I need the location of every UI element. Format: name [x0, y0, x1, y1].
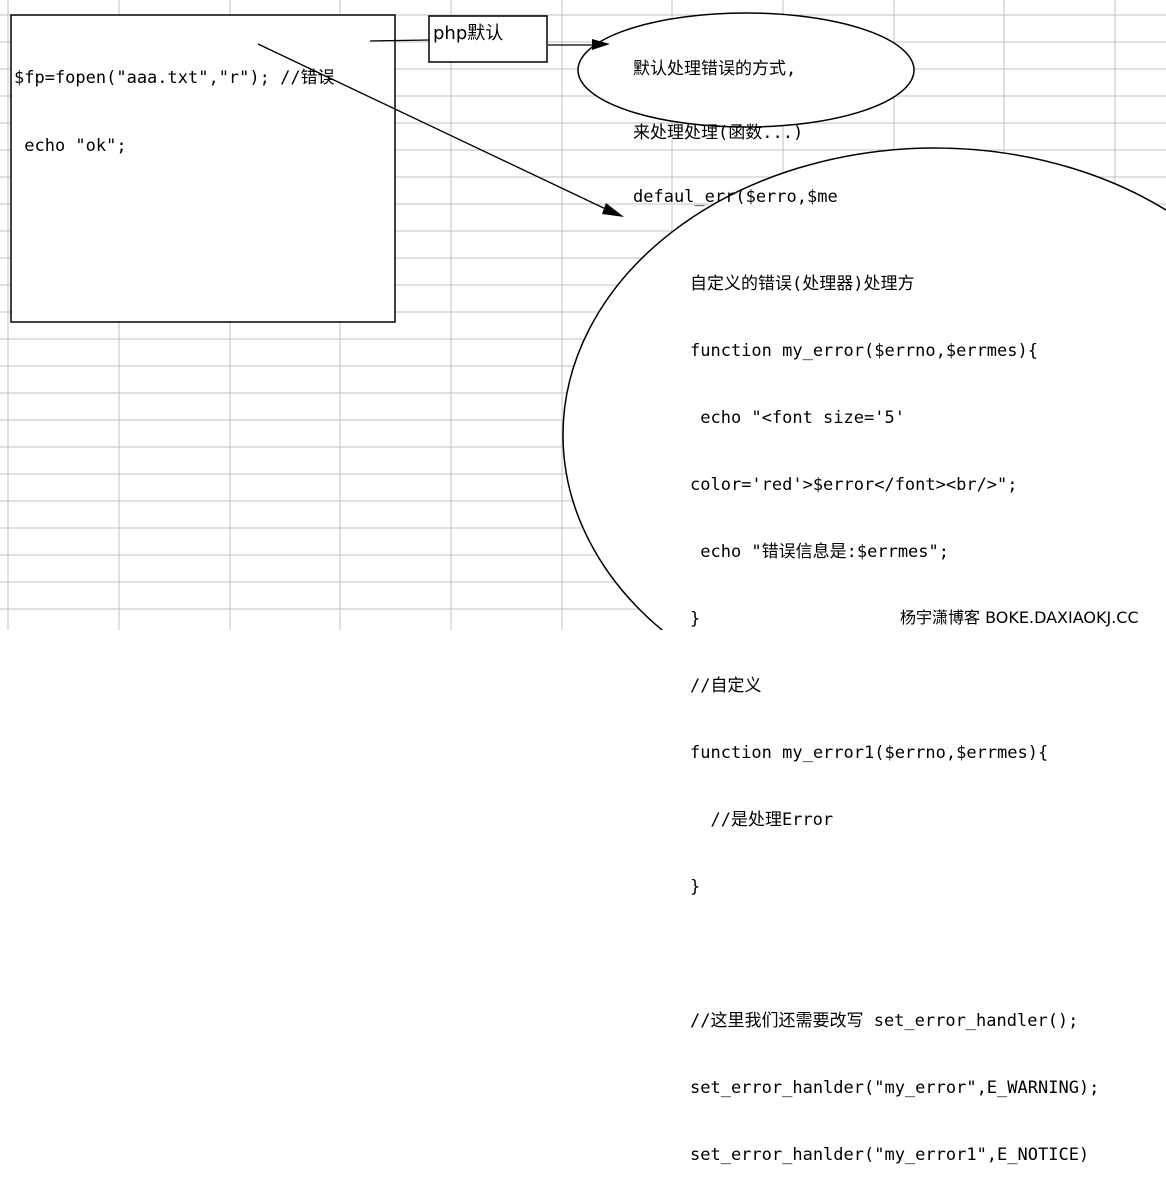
custom-line: //自定义 — [690, 676, 762, 696]
default-line: 来处理处理(函数...) — [633, 123, 804, 143]
default-handler-text: 默认处理错误的方式, 来处理处理(函数...) defaul_err($erro… — [633, 17, 838, 229]
code-line: $fp=fopen("aaa.txt","r"); //错误 — [14, 68, 335, 88]
custom-line: echo "错误信息是:$errmes"; — [690, 542, 949, 562]
arrow-to-custom-line — [257, 43, 613, 213]
default-line: defaul_err($erro,$me — [633, 187, 838, 207]
default-line: 默认处理错误的方式, — [633, 59, 797, 79]
custom-line: //这里我们还需要改写 set_error_handler(); — [690, 1011, 1079, 1031]
label-box — [428, 15, 548, 63]
custom-line: } — [690, 877, 701, 897]
custom-line — [690, 941, 1099, 968]
code-line: echo "ok"; — [14, 136, 127, 156]
code-box-text: $fp=fopen("aaa.txt","r"); //错误 echo "ok"… — [14, 24, 335, 180]
custom-line: set_error_hanlder("my_error1",E_NOTICE) — [690, 1145, 1090, 1165]
code-box — [10, 14, 396, 323]
custom-line: color='red'>$error</font><br/>"; — [690, 475, 1018, 495]
diagram-canvas — [0, 0, 1166, 630]
watermark: 杨宇潇博客 BOKE.DAXIAOKJ.CC — [900, 608, 1139, 627]
custom-handler-ellipse — [562, 147, 1166, 630]
default-handler-ellipse — [577, 12, 915, 128]
custom-line: echo "<font size='5' — [690, 408, 905, 428]
label-box-text: php默认 — [433, 23, 504, 44]
custom-line: function my_error($errno,$errmes){ — [690, 341, 1038, 361]
arrow-to-label — [369, 39, 430, 42]
custom-line: 自定义的错误(处理器)处理方 — [690, 274, 915, 294]
custom-line: } — [690, 609, 701, 629]
arrow-to-default-head — [592, 39, 610, 50]
custom-line: //是处理Error — [690, 810, 834, 830]
custom-line: function my_error1($errno,$errmes){ — [690, 743, 1049, 763]
custom-handler-text: 自定义的错误(处理器)处理方 function my_error($errno,… — [690, 231, 1099, 1189]
arrow-to-custom-head — [602, 203, 624, 217]
custom-line: set_error_hanlder("my_error",E_WARNING); — [690, 1078, 1100, 1098]
